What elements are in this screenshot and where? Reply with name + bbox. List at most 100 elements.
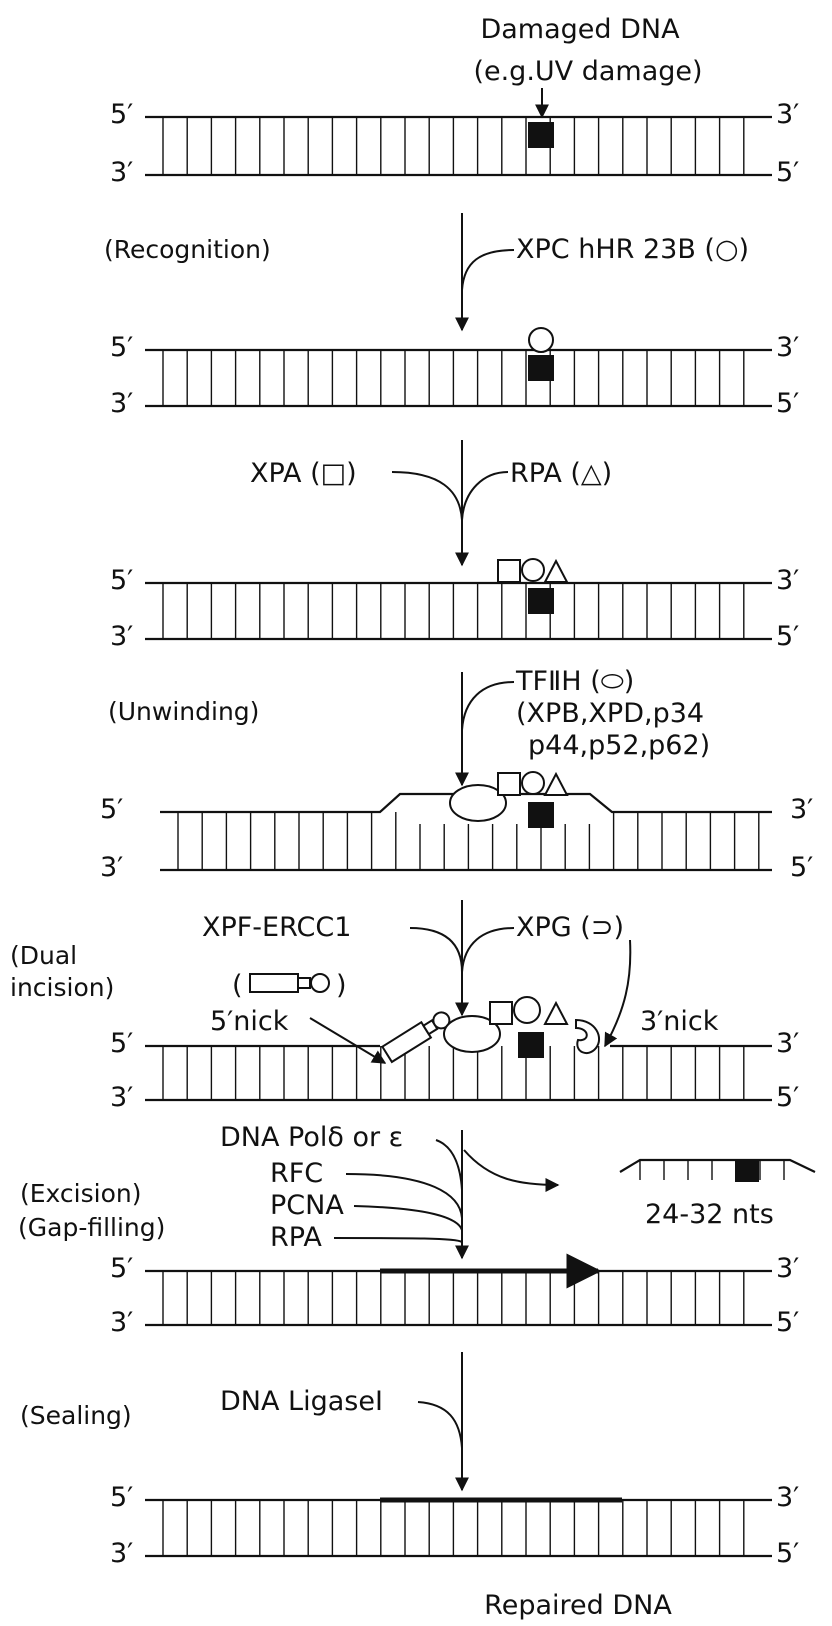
strand-end-label: 3′ <box>110 1538 133 1569</box>
dna-duplex-xpa-rpa: 5′ 3′ 3′ 5′ <box>110 565 799 652</box>
join-arrow <box>333 1237 463 1243</box>
strand-end-label: 5′ <box>110 1028 133 1059</box>
strand-end-label: 3′ <box>100 852 123 883</box>
complex-close-paren: ) <box>336 970 347 1001</box>
join-arrow <box>461 927 515 973</box>
strand-end-label: 3′ <box>110 157 133 188</box>
join-arrow <box>461 471 509 521</box>
phase-gap-filling: (Gap-filling) <box>18 1213 165 1242</box>
dna-duplex-unwound: 5′ 3′ 3′ 5′ <box>100 792 813 883</box>
complex-open-paren: ( <box>232 970 243 1001</box>
lesion-block <box>528 802 554 828</box>
strand-end-label: 3′ <box>790 794 813 825</box>
dna-duplex-repaired: 5′ 3′ 3′ 5′ <box>110 1482 799 1569</box>
xpf-ercc1-head <box>310 973 330 993</box>
strand-end-label: 5′ <box>110 99 133 130</box>
strand-end-label: 5′ <box>110 1253 133 1284</box>
rpa-triangle <box>543 1000 569 1025</box>
phase-excision: (Excision) <box>20 1179 141 1208</box>
factor-tfiih-subunits-1: (XPB,XPD,p34 <box>516 698 704 729</box>
rpa-triangle <box>543 558 569 583</box>
nick-5: 5′nick <box>210 1006 289 1037</box>
join-arrow <box>417 1401 463 1449</box>
phase-recognition: (Recognition) <box>104 235 271 264</box>
factor-rpa: RPA (△) <box>510 458 612 489</box>
factor-xpa: XPA (□) <box>250 458 357 489</box>
join-arrow <box>409 927 463 973</box>
join-arrow <box>391 471 463 521</box>
strand-end-label: 3′ <box>776 99 799 130</box>
header-subtitle: (e.g.UV damage) <box>473 56 702 87</box>
strand-end-label: 5′ <box>100 794 123 825</box>
phase-unwinding: (Unwinding) <box>108 697 259 726</box>
xpc-circle <box>528 327 554 353</box>
phase-dual-2: incision) <box>10 973 114 1002</box>
footer-title: Repaired DNA <box>484 1590 672 1621</box>
factor-xpf-ercc1: XPF-ERCC1 <box>202 912 351 943</box>
factor-rpa: RPA <box>270 1222 322 1253</box>
lesion-block <box>528 588 554 614</box>
strand-end-label: 3′ <box>110 621 133 652</box>
nick3-pointer <box>604 939 632 1048</box>
join-arrow <box>461 249 515 291</box>
strand-end-label: 3′ <box>110 1082 133 1113</box>
xpf-ercc1-bound <box>380 1011 451 1064</box>
strand-end-label: 5′ <box>776 388 799 419</box>
rpa-triangle <box>543 771 569 796</box>
factor-tfiih: TFⅡH (⬭) <box>515 666 634 697</box>
xpa-square <box>489 1001 513 1025</box>
factor-dna-pol: DNA Polδ or ε <box>220 1122 403 1153</box>
factor-xpg: XPG (⊃) <box>516 912 624 943</box>
strand-end-label: 5′ <box>776 1082 799 1113</box>
xpf-ercc1-rect <box>249 973 299 993</box>
xpa-square <box>497 772 521 796</box>
strand-end-label: 3′ <box>776 1253 799 1284</box>
nick-3: 3′nick <box>640 1006 719 1037</box>
xpc-circle <box>521 558 545 582</box>
lesion-block <box>528 355 554 381</box>
strand-end-label: 3′ <box>776 1482 799 1513</box>
strand-end-label: 3′ <box>776 332 799 363</box>
strand-end-label: 5′ <box>776 1307 799 1338</box>
fragment-length: 24-32 nts <box>645 1199 774 1230</box>
dna-duplex-recognized: 5′ 3′ 3′ 5′ <box>110 332 799 419</box>
strand-end-label: 5′ <box>776 1538 799 1569</box>
join-arrow <box>345 1173 463 1219</box>
factor-rfc: RFC <box>270 1158 323 1189</box>
strand-end-label: 3′ <box>110 1307 133 1338</box>
factor-xpc-hhr23b: XPC hHR 23B (○) <box>516 234 749 265</box>
factor-tfiih-subunits-2: p44,p52,p62) <box>528 730 710 761</box>
excision-arrow <box>463 1149 560 1192</box>
join-arrow <box>353 1205 463 1231</box>
strand-end-label: 5′ <box>790 852 813 883</box>
header-title: Damaged DNA <box>480 14 680 45</box>
strand-end-label: 5′ <box>776 157 799 188</box>
dna-duplex-incised: 5′ 3′ 3′ 5′ <box>110 1028 799 1113</box>
xpc-circle <box>521 771 545 795</box>
factor-pcna: PCNA <box>270 1190 344 1221</box>
strand-end-label: 5′ <box>110 332 133 363</box>
xpc-circle <box>513 996 541 1024</box>
strand-end-label: 3′ <box>110 388 133 419</box>
lesion-block <box>528 122 554 148</box>
strand-end-label: 3′ <box>776 565 799 596</box>
xpa-square <box>497 559 521 583</box>
phase-dual-1: (Dual <box>10 941 77 970</box>
strand-end-label: 3′ <box>776 1028 799 1059</box>
join-arrow <box>435 1139 463 1191</box>
join-arrow <box>461 681 515 731</box>
tfiih-oval <box>443 1015 501 1053</box>
phase-sealing: (Sealing) <box>20 1401 132 1430</box>
strand-end-label: 5′ <box>776 621 799 652</box>
lesion-block <box>518 1032 544 1058</box>
excised-fragment <box>619 1158 816 1182</box>
xpg-crescent <box>575 1018 601 1055</box>
nick5-pointer <box>309 1017 387 1064</box>
strand-end-label: 5′ <box>110 1482 133 1513</box>
tfiih-oval <box>449 784 507 822</box>
dna-duplex-damaged: 5′ 3′ 3′ 5′ <box>110 99 799 188</box>
factor-ligase: DNA LigaseⅠ <box>220 1386 383 1417</box>
strand-end-label: 5′ <box>110 565 133 596</box>
